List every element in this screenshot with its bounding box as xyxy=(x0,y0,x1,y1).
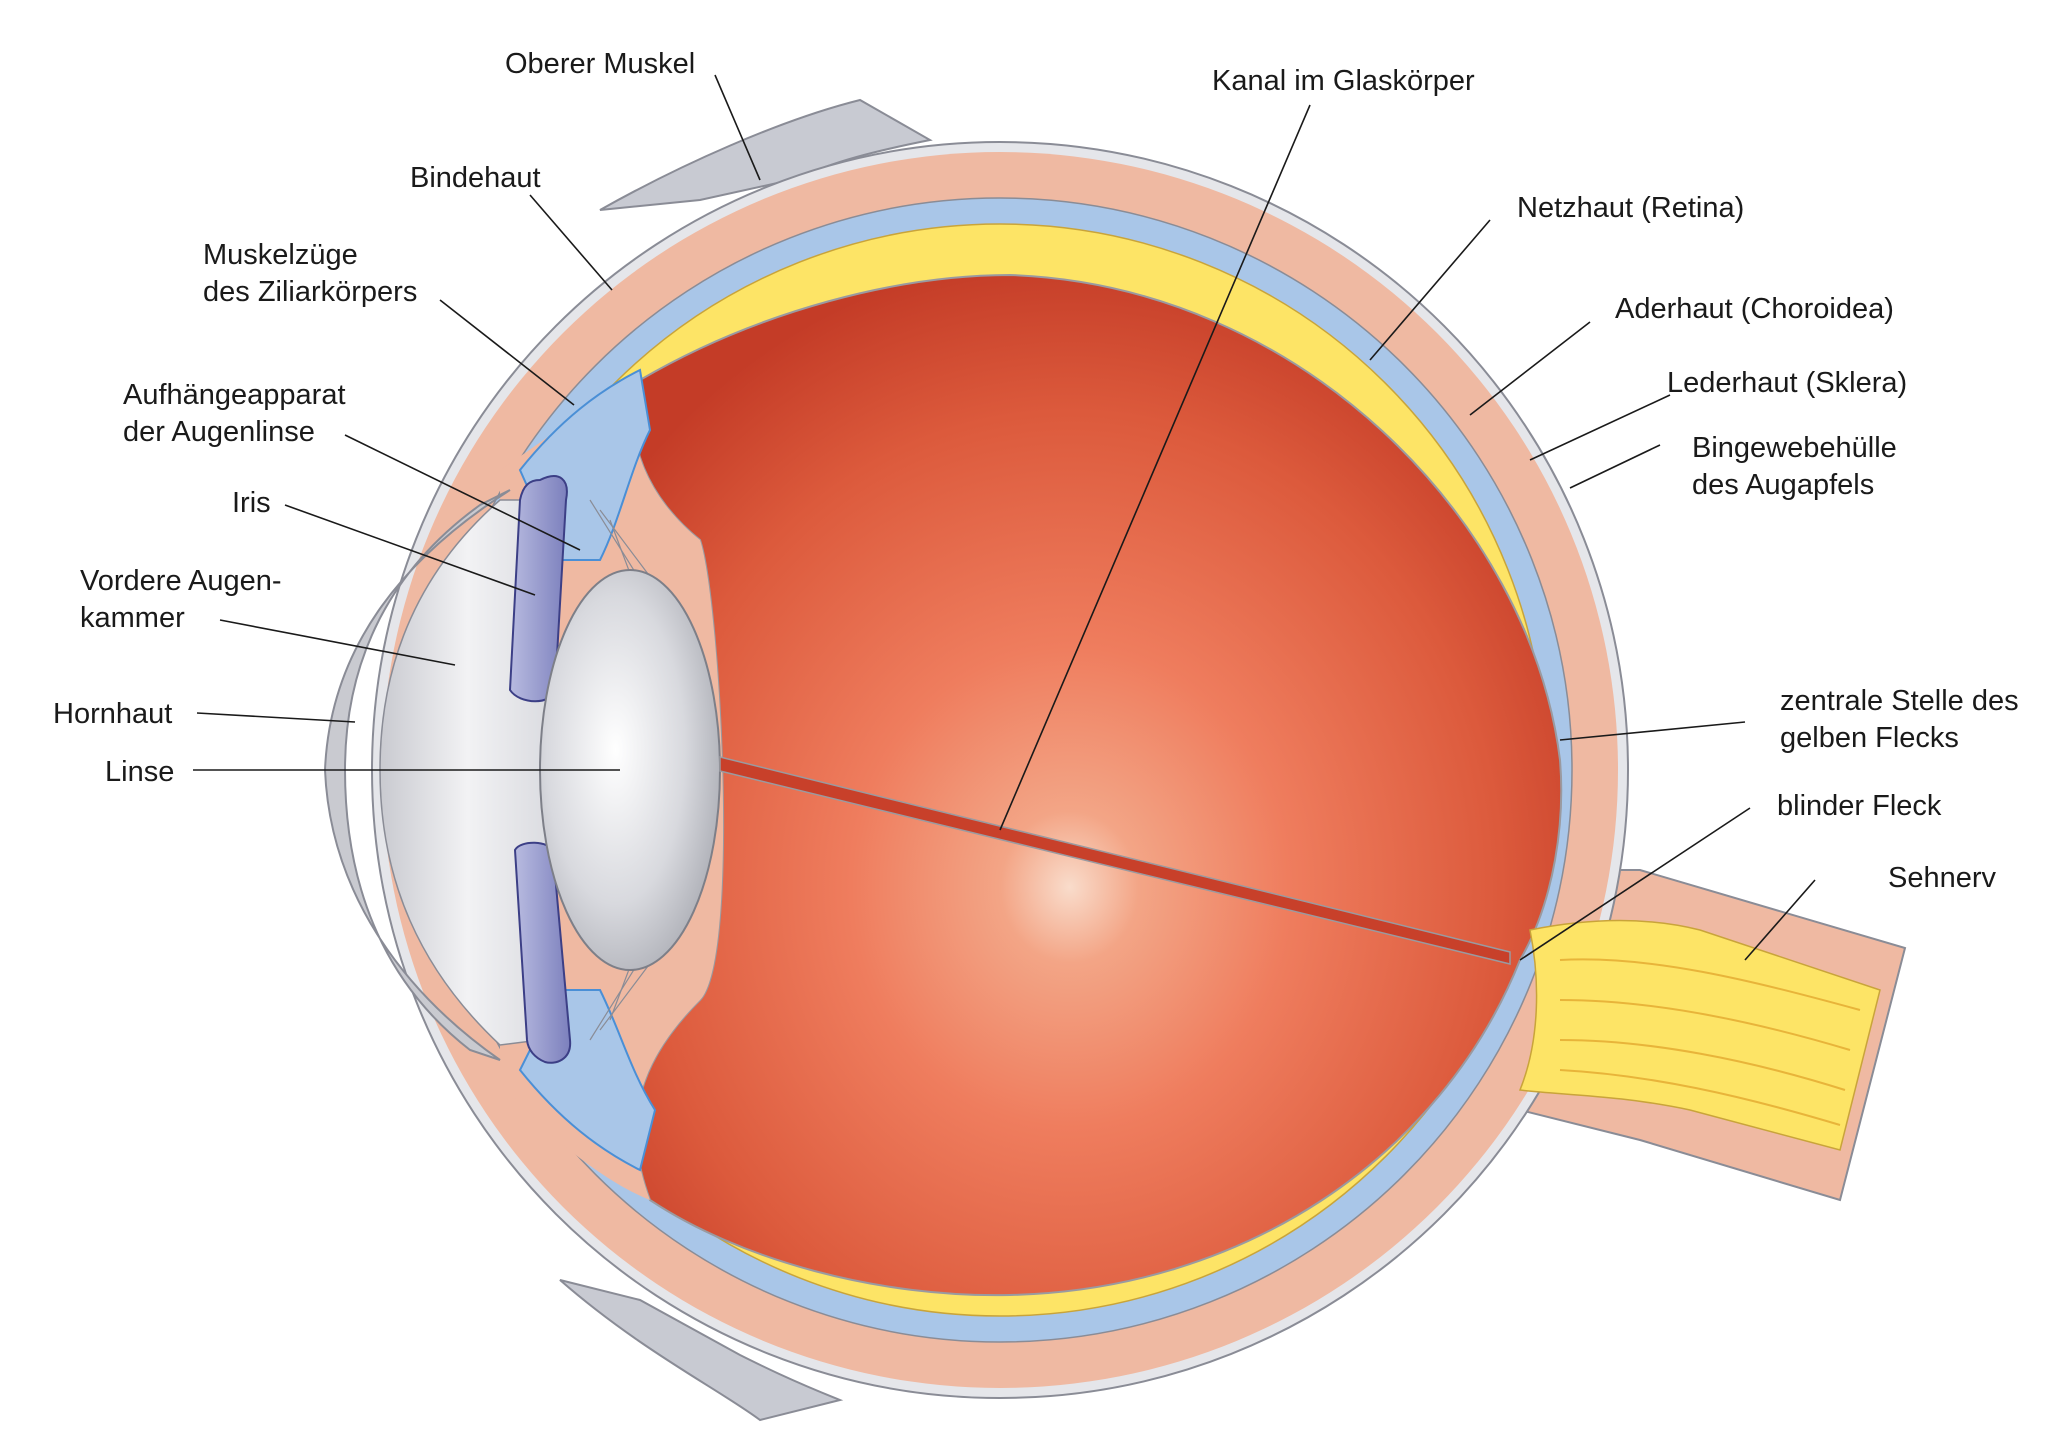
label-blinder: blinder Fleck xyxy=(1777,790,1942,822)
label-lederhaut: Lederhaut (Sklera) xyxy=(1667,367,1907,399)
label-aufhaenge-1: Aufhängeapparat xyxy=(123,379,346,411)
optic-nerve xyxy=(1518,919,1881,1151)
label-vordere-2: kammer xyxy=(80,602,185,634)
optic-nerve-fibers xyxy=(1559,958,1861,1126)
iris-lower xyxy=(513,841,572,1064)
label-bingewebe-2: des Augapfels xyxy=(1692,469,1874,501)
label-aufhaenge-2: der Augenlinse xyxy=(123,416,315,448)
label-vordere-1: Vordere Augen- xyxy=(80,565,282,597)
label-bindehaut: Bindehaut xyxy=(410,162,541,194)
labels: Oberer Muskel Bindehaut Muskelzüge des Z… xyxy=(53,48,2019,894)
label-linse: Linse xyxy=(105,756,174,788)
hyaloid-canal xyxy=(719,756,1511,965)
lower-muscle xyxy=(559,1279,844,1422)
label-sehnerv: Sehnerv xyxy=(1888,862,1997,894)
label-bingewebe-1: Bingewebehülle xyxy=(1692,432,1897,464)
label-netzhaut: Netzhaut (Retina) xyxy=(1517,192,1744,224)
label-hornhaut: Hornhaut xyxy=(53,698,172,730)
label-muskelzuege-1: Muskelzüge xyxy=(203,239,358,271)
label-gelber-2: gelben Flecks xyxy=(1780,722,1959,754)
iris-upper xyxy=(508,475,568,703)
label-oberer-muskel: Oberer Muskel xyxy=(505,48,695,80)
label-kanal: Kanal im Glaskörper xyxy=(1212,65,1475,97)
label-aderhaut: Aderhaut (Choroidea) xyxy=(1615,293,1894,325)
label-iris: Iris xyxy=(232,487,271,519)
cornea xyxy=(323,489,511,1061)
leader-lines xyxy=(193,74,1816,961)
label-gelber-1: zentrale Stelle des xyxy=(1780,685,2019,717)
label-muskelzuege-2: des Ziliarkörpers xyxy=(203,276,417,308)
